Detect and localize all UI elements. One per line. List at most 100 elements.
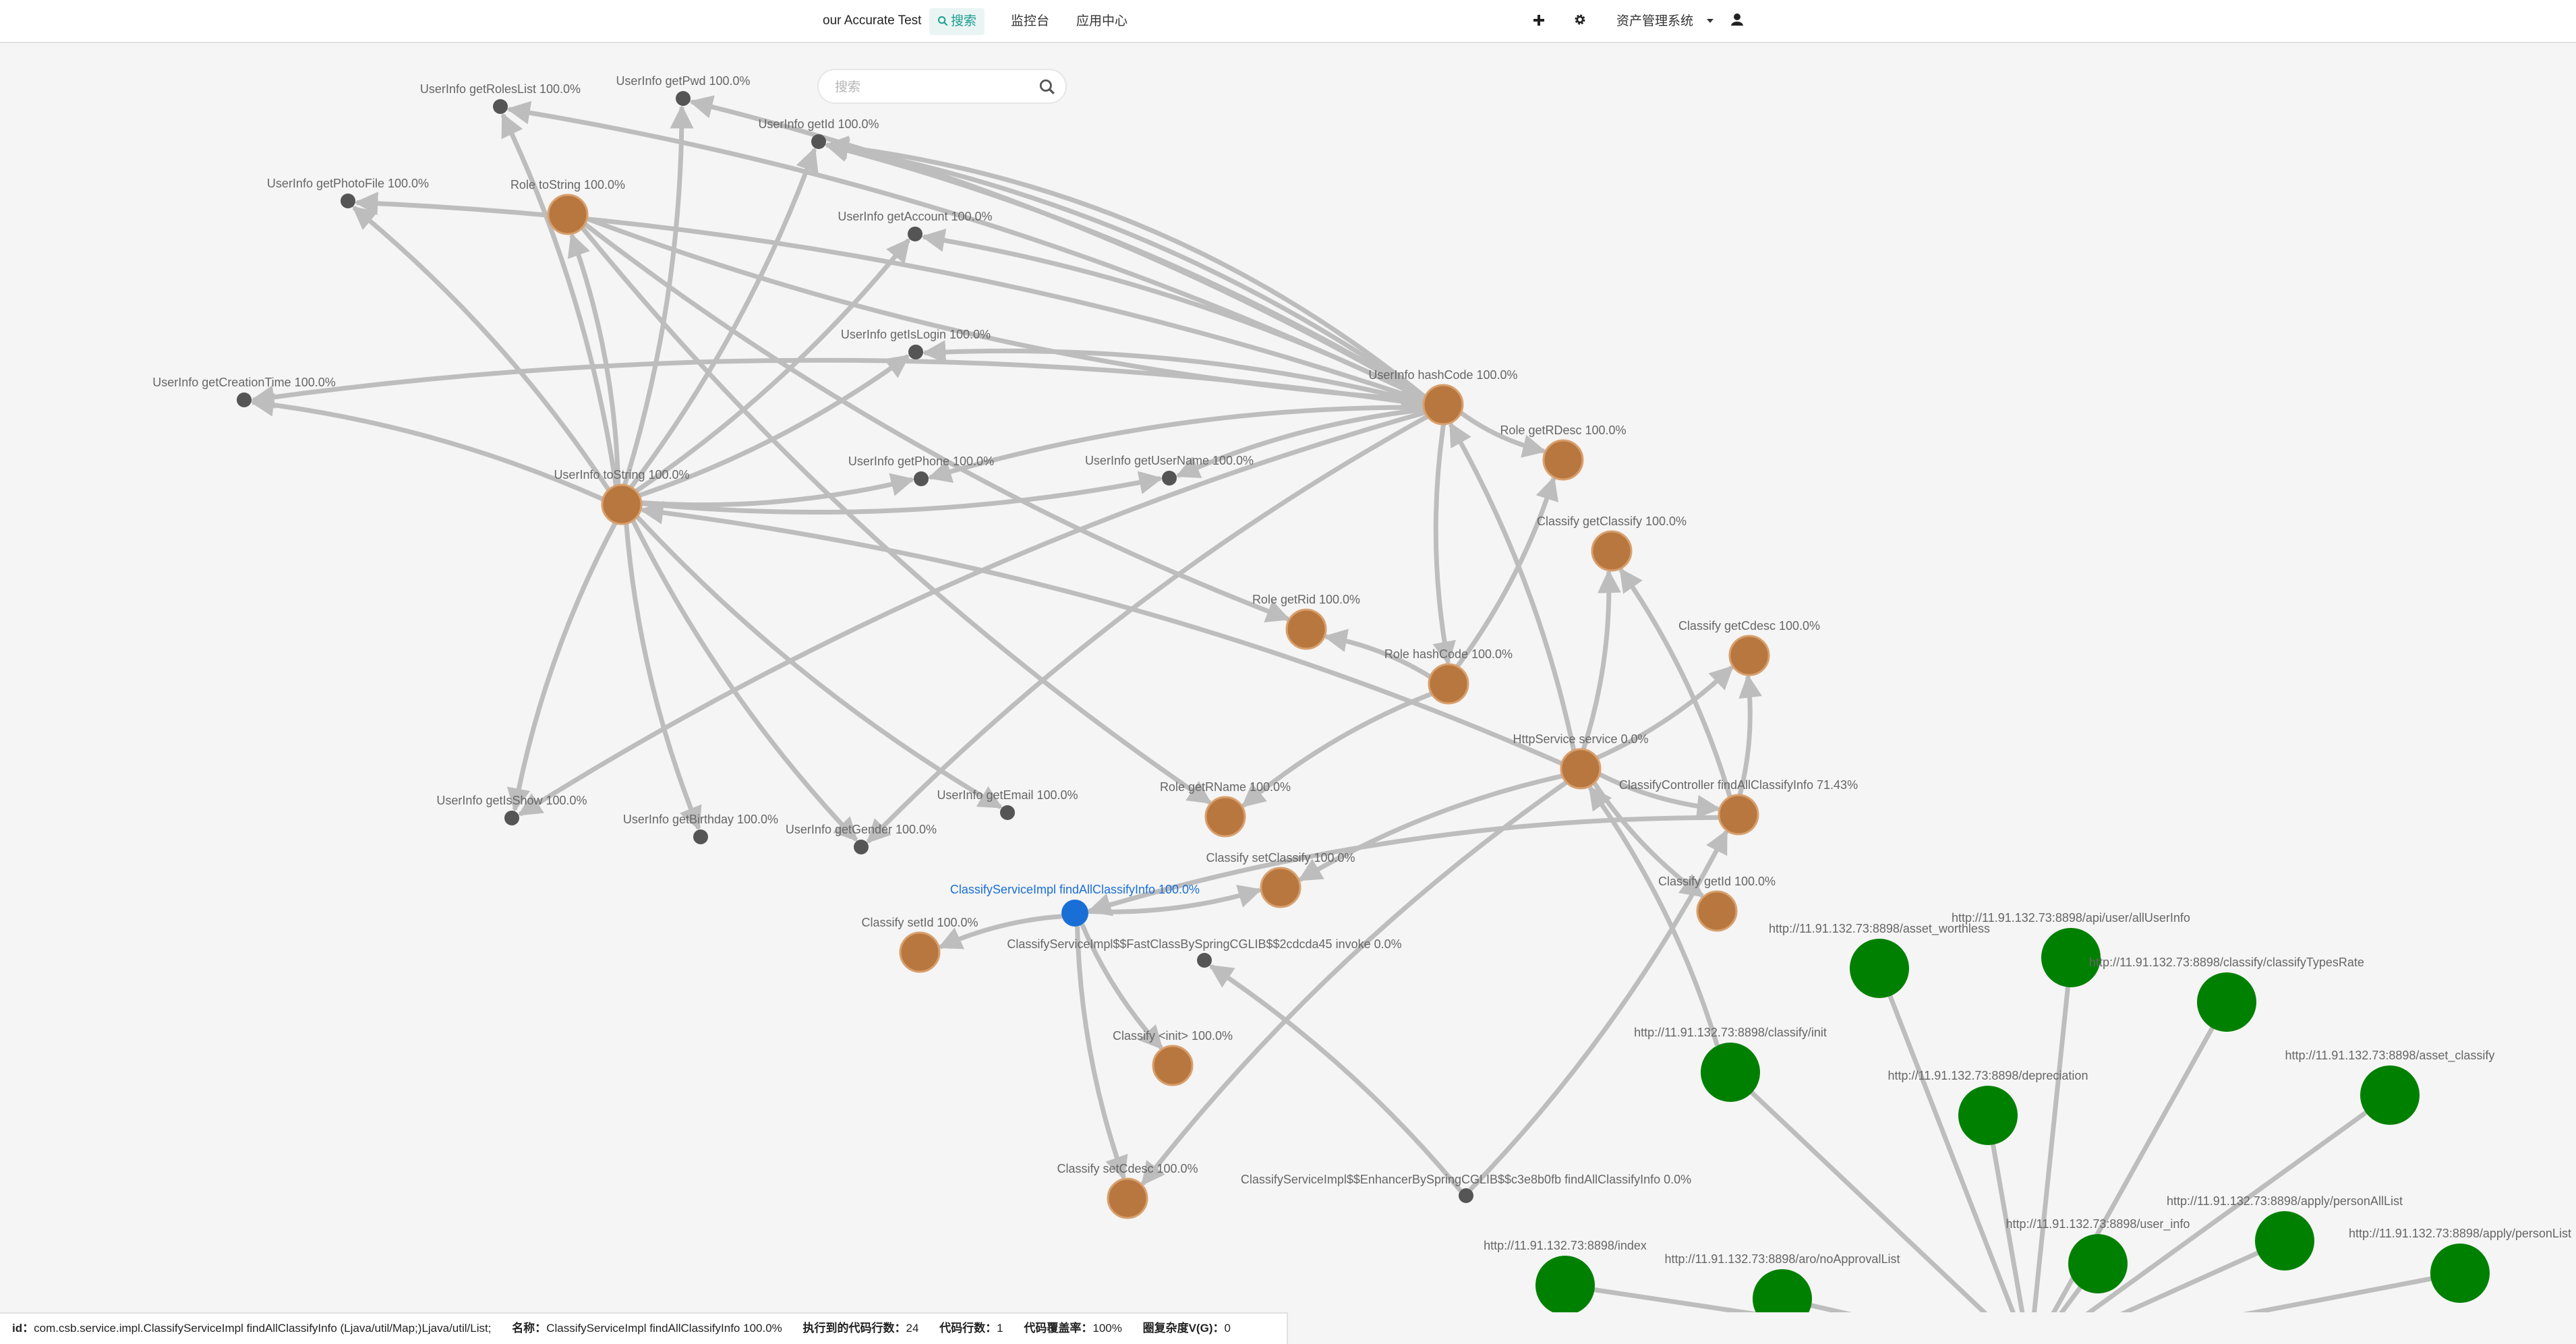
graph-node-g11[interactable]: http://11.91.132.73:8898/aro/noApprovalL… bbox=[1665, 1252, 1900, 1312]
graph-node-n27[interactable]: Classify getId 100.0% bbox=[1658, 875, 1776, 932]
graph-node-n25[interactable]: Classify setClassify 100.0% bbox=[1206, 851, 1355, 908]
graph-node-n15[interactable]: Role getRid 100.0% bbox=[1252, 593, 1360, 650]
graph-node-circle[interactable] bbox=[1728, 635, 1770, 676]
graph-node-circle[interactable] bbox=[1260, 867, 1301, 908]
graph-node-circle[interactable] bbox=[1753, 1269, 1812, 1312]
graph-node-n2[interactable]: UserInfo getPwd 100.0% bbox=[616, 74, 751, 106]
graph-node-circle[interactable] bbox=[1162, 471, 1177, 486]
graph-node-circle[interactable] bbox=[908, 345, 923, 359]
graph-node-g6[interactable]: http://11.91.132.73:8898/asset_classify bbox=[2285, 1049, 2495, 1125]
graph-node-n24[interactable]: ClassifyController findAllClassifyInfo 7… bbox=[1619, 778, 1858, 836]
graph-search-input[interactable] bbox=[833, 77, 1025, 98]
graph-node-circle[interactable] bbox=[1107, 1177, 1148, 1219]
graph-node-circle[interactable] bbox=[908, 227, 923, 241]
graph-node-circle[interactable] bbox=[493, 99, 508, 114]
graph-node-circle[interactable] bbox=[693, 829, 708, 844]
graph-node-n4[interactable]: UserInfo getPhotoFile 100.0% bbox=[267, 177, 429, 208]
graph-node-n28[interactable]: Classify setId 100.0% bbox=[861, 916, 978, 973]
info-executed-lines: 执行到的代码行数：24 bbox=[803, 1322, 919, 1335]
nav-search[interactable]: 搜索 bbox=[929, 8, 985, 35]
nav-app-center[interactable]: 应用中心 bbox=[1076, 14, 1128, 28]
graph-node-n14[interactable]: Classify getClassify 100.0% bbox=[1537, 515, 1687, 572]
graph-node-circle[interactable] bbox=[1696, 890, 1738, 932]
graph-node-circle[interactable] bbox=[237, 392, 252, 407]
brand-name[interactable]: our Accurate Test bbox=[823, 13, 922, 28]
graph-node-g9[interactable]: http://11.91.132.73:8898/apply/personLis… bbox=[2349, 1227, 2571, 1303]
graph-node-circle[interactable] bbox=[1204, 796, 1246, 838]
system-select[interactable]: 资产管理系统 bbox=[1616, 8, 1714, 35]
graph-node-n9[interactable]: UserInfo hashCode 100.0% bbox=[1368, 368, 1518, 426]
graph-node-circle[interactable] bbox=[899, 931, 941, 973]
graph-node-circle[interactable] bbox=[1152, 1045, 1194, 1086]
graph-node-circle[interactable] bbox=[1061, 900, 1088, 927]
graph-node-n19[interactable]: UserInfo getIsShow 100.0% bbox=[436, 794, 587, 825]
graph-node-g7[interactable]: http://11.91.132.73:8898/apply/personAll… bbox=[2167, 1194, 2403, 1270]
graph-node-circle[interactable] bbox=[2197, 972, 2256, 1032]
call-graph[interactable]: UserInfo getRolesList 100.0% UserInfo get… bbox=[0, 43, 2576, 1312]
graph-node-n11[interactable]: UserInfo toString 100.0% bbox=[554, 468, 690, 525]
graph-node-n6[interactable]: UserInfo getAccount 100.0% bbox=[838, 210, 993, 241]
graph-node-circle[interactable] bbox=[2255, 1211, 2314, 1270]
graph-node-circle[interactable] bbox=[547, 194, 589, 235]
graph-node-n31[interactable]: Classify setCdesc 100.0% bbox=[1057, 1162, 1198, 1219]
graph-node-circle[interactable] bbox=[1701, 1043, 1760, 1102]
search-icon[interactable] bbox=[1038, 78, 1056, 96]
graph-node-circle[interactable] bbox=[504, 811, 519, 825]
graph-node-g1[interactable]: http://11.91.132.73:8898/asset_worthless bbox=[1769, 922, 1990, 998]
graph-node-n7[interactable]: UserInfo getIsLogin 100.0% bbox=[841, 328, 991, 359]
graph-node-n32[interactable]: ClassifyServiceImpl$$EnhancerBySpringCGL… bbox=[1241, 1173, 1691, 1203]
graph-node-g5[interactable]: http://11.91.132.73:8898/depreciation bbox=[1888, 1069, 2088, 1145]
graph-node-circle[interactable] bbox=[1000, 805, 1015, 820]
graph-node-n10[interactable]: Role getRDesc 100.0% bbox=[1500, 423, 1627, 481]
graph-node-n23[interactable]: Role getRName 100.0% bbox=[1160, 780, 1291, 838]
graph-node-circle[interactable] bbox=[1428, 663, 1469, 705]
graph-edge bbox=[1985, 1115, 2025, 1312]
graph-node-circle[interactable] bbox=[1958, 1086, 2018, 1145]
user-icon[interactable] bbox=[1726, 11, 1748, 32]
graph-node-n22[interactable]: UserInfo getGender 100.0% bbox=[786, 823, 937, 854]
graph-node-n1[interactable]: UserInfo getRolesList 100.0% bbox=[420, 82, 581, 114]
graph-node-circle[interactable] bbox=[2068, 1234, 2128, 1293]
graph-node-circle[interactable] bbox=[854, 840, 869, 854]
graph-node-n30[interactable]: Classify <init> 100.0% bbox=[1113, 1029, 1233, 1086]
graph-node-circle[interactable] bbox=[341, 194, 355, 208]
graph-node-circle[interactable] bbox=[2041, 928, 2101, 987]
graph-node-n5[interactable]: Role toString 100.0% bbox=[510, 178, 625, 235]
graph-node-n17[interactable]: Classify getCdesc 100.0% bbox=[1678, 619, 1820, 676]
graph-node-circle[interactable] bbox=[2430, 1244, 2490, 1303]
graph-node-n20[interactable]: UserInfo getBirthday 100.0% bbox=[623, 813, 778, 844]
graph-node-g8[interactable]: http://11.91.132.73:8898/user_info bbox=[2006, 1217, 2190, 1293]
graph-node-circle[interactable] bbox=[1459, 1188, 1473, 1203]
graph-node-n16[interactable]: Role hashCode 100.0% bbox=[1384, 647, 1513, 705]
graph-node-circle[interactable] bbox=[601, 484, 643, 525]
graph-node-circle[interactable] bbox=[1850, 939, 1909, 998]
graph-node-circle[interactable] bbox=[1560, 748, 1602, 790]
graph-node-n21[interactable]: UserInfo getEmail 100.0% bbox=[937, 788, 1078, 820]
graph-node-n3[interactable]: UserInfo getId 100.0% bbox=[758, 117, 879, 149]
graph-node-circle[interactable] bbox=[2360, 1065, 2420, 1125]
graph-node-circle[interactable] bbox=[914, 471, 929, 486]
graph-node-g2[interactable]: http://11.91.132.73:8898/api/user/allUse… bbox=[1952, 911, 2190, 987]
graph-node-circle[interactable] bbox=[811, 134, 826, 149]
graph-node-g3[interactable]: http://11.91.132.73:8898/classify/classi… bbox=[2089, 956, 2364, 1032]
graph-node-label: http://11.91.132.73:8898/asset_worthless bbox=[1769, 922, 1990, 936]
graph-node-n13[interactable]: UserInfo getUserName 100.0% bbox=[1085, 454, 1254, 486]
graph-node-circle[interactable] bbox=[1422, 384, 1464, 426]
graph-node-circle[interactable] bbox=[1718, 794, 1759, 836]
graph-node-circle[interactable] bbox=[676, 91, 691, 106]
graph-node-g10[interactable]: http://11.91.132.73:8898/index bbox=[1484, 1239, 1647, 1312]
graph-node-g4[interactable]: http://11.91.132.73:8898/classify/init bbox=[1634, 1026, 1827, 1102]
graph-node-circle[interactable] bbox=[1285, 608, 1327, 650]
graph-node-circle[interactable] bbox=[1542, 439, 1584, 481]
plus-icon[interactable] bbox=[1528, 11, 1550, 32]
graph-node-circle[interactable] bbox=[1197, 953, 1212, 968]
graph-node-circle[interactable] bbox=[1591, 530, 1633, 572]
graph-node-n8[interactable]: UserInfo getCreationTime 100.0% bbox=[152, 376, 336, 407]
graph-node-circle[interactable] bbox=[1535, 1256, 1595, 1312]
graph-node-n29[interactable]: ClassifyServiceImpl$$FastClassBySpringCG… bbox=[1007, 937, 1402, 968]
graph-node-n12[interactable]: UserInfo getPhone 100.0% bbox=[848, 455, 994, 486]
gear-icon[interactable] bbox=[1569, 11, 1591, 32]
nav-monitor[interactable]: 监控台 bbox=[1011, 14, 1050, 28]
graph-node-n26[interactable]: ClassifyServiceImpl findAllClassifyInfo … bbox=[950, 883, 1200, 927]
graph-node-n18[interactable]: HttpService service 0.0% bbox=[1513, 732, 1649, 790]
